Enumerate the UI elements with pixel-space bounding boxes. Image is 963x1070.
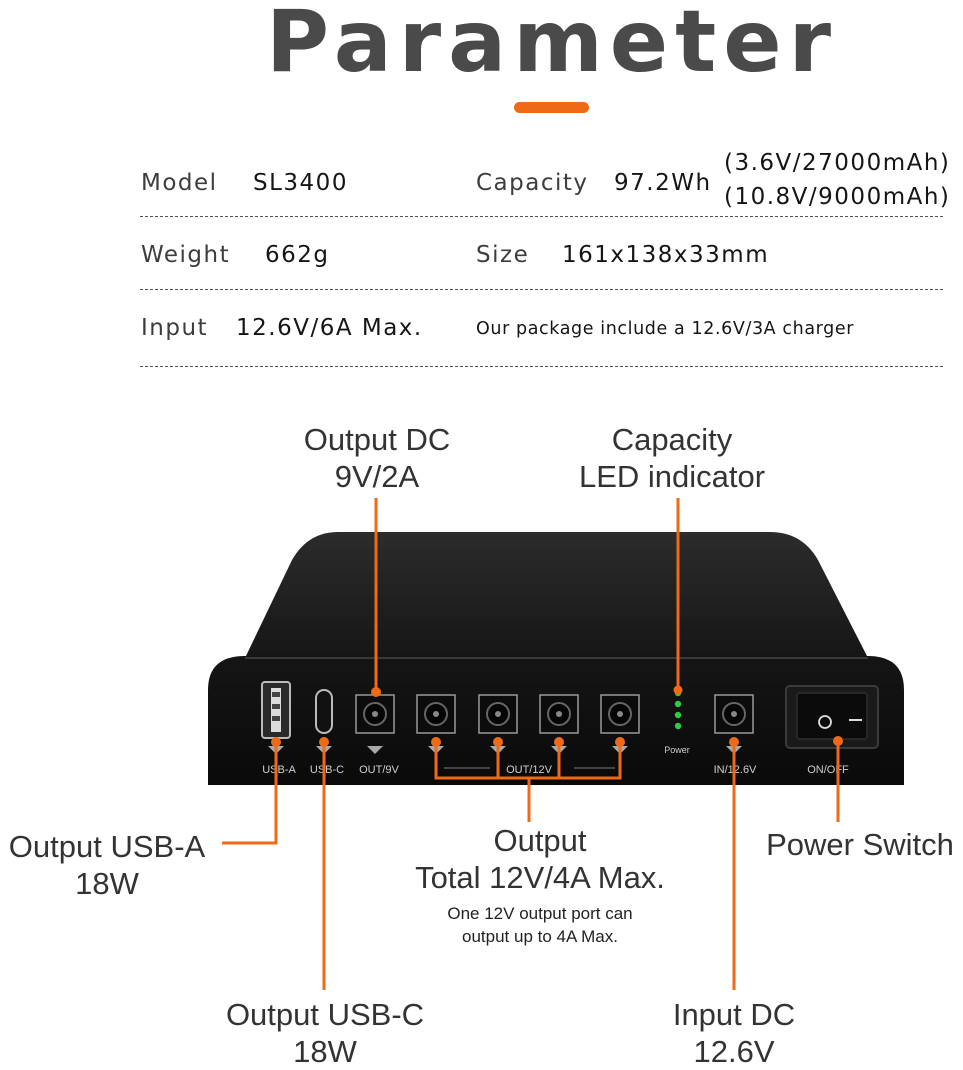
dc-jack-9v — [355, 694, 395, 734]
port-label-out-12v: OUT/12V — [506, 764, 553, 776]
port-label-on-off: ON/OFF — [807, 764, 849, 776]
port-label-power: Power — [664, 745, 690, 755]
capacity-label: Capacity — [476, 170, 589, 196]
divider — [140, 366, 943, 367]
divider — [140, 216, 943, 217]
dc-jack-12v — [478, 694, 518, 734]
dc-jack-12v — [539, 694, 579, 734]
dc-jack-12v — [600, 694, 640, 734]
title-accent-bar — [514, 102, 589, 113]
model-label: Model — [141, 170, 218, 196]
capacity-detail-1: (3.6V/27000mAh) — [724, 150, 951, 176]
model-value: SL3400 — [253, 170, 348, 196]
callout-dots — [271, 685, 843, 747]
callout-output-usb-c: Output USB-C 18W — [225, 997, 425, 1069]
capacity-value: 97.2Wh — [614, 170, 712, 196]
weight-label: Weight — [141, 242, 231, 268]
power-switch — [785, 685, 879, 749]
output-note: One 12V output port can output up to 4A … — [447, 904, 633, 946]
usb-a-port — [261, 681, 291, 739]
input-label: Input — [141, 315, 209, 341]
size-label: Size — [476, 242, 530, 268]
weight-value: 662g — [265, 242, 330, 268]
dc-jack-12v — [416, 694, 456, 734]
callout-power-switch: Power Switch — [766, 827, 954, 862]
port-label-usb-a: USB-A — [262, 764, 296, 776]
callout-capacity-led: Capacity LED indicator — [578, 422, 766, 494]
package-note: Our package include a 12.6V/3A charger — [476, 319, 855, 339]
page-title: Parameter — [266, 0, 838, 92]
usb-c-port — [315, 689, 333, 734]
port-label-out-9v: OUT/9V — [359, 764, 399, 776]
capacity-detail-2: (10.8V/9000mAh) — [724, 184, 951, 210]
callout-output-usb-a: Output USB-A 18W — [8, 829, 206, 901]
callout-output-12v: Output Total 12V/4A Max. — [415, 823, 665, 895]
callout-output-dc: Output DC 9V/2A — [303, 422, 451, 494]
size-value: 161x138x33mm — [562, 242, 770, 268]
divider — [140, 289, 943, 290]
input-value: 12.6V/6A Max. — [236, 315, 423, 341]
callout-leaders — [222, 498, 840, 990]
dc-jack-input — [714, 694, 754, 734]
callout-input-dc: Input DC 12.6V — [672, 997, 796, 1069]
port-label-usb-c: USB-C — [310, 764, 344, 776]
